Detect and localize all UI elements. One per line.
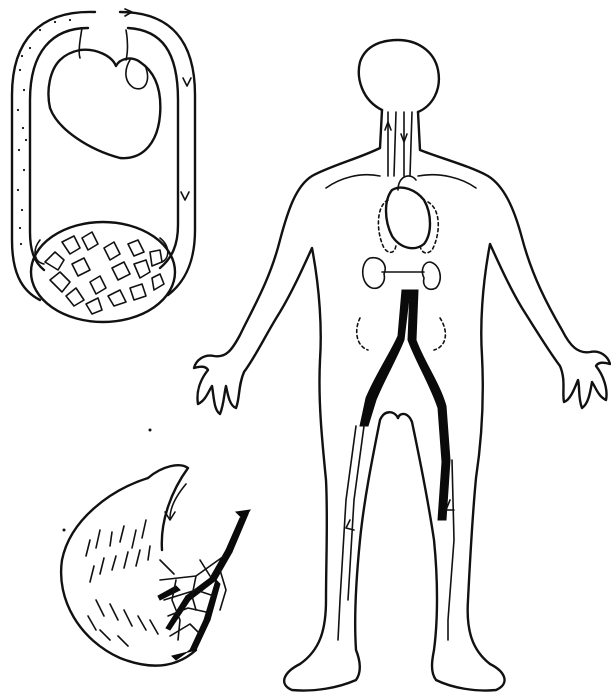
capillary-bed-oval: [31, 222, 175, 322]
loop-outer-right-vessel: [120, 12, 195, 295]
tissue-outline: [61, 478, 196, 666]
capillary-network: [35, 232, 168, 314]
stipple-dots: [17, 19, 71, 245]
kidney-right: [422, 262, 440, 289]
stray-mark: [149, 429, 152, 432]
pelvis-outline: [434, 318, 445, 350]
stray-mark: [63, 529, 66, 532]
pelvis-outline: [357, 318, 368, 350]
flow-arrow: [170, 484, 186, 518]
circulation-loop: [12, 9, 195, 322]
loop-outer-left-vessel: [12, 12, 95, 300]
leg-vessel-left: [338, 426, 356, 640]
body-right-outline: [398, 112, 610, 691]
leg-vessel-right: [448, 460, 454, 640]
arm-vessel-right: [418, 175, 476, 188]
arrow-icon: [183, 78, 191, 86]
heart-vessel-stub: [79, 28, 82, 58]
body-heart: [386, 188, 430, 249]
capillary-bed: [61, 465, 250, 665]
tissue-fold: [148, 465, 188, 550]
human-body-vessels: [194, 40, 610, 691]
tissue-cells: [86, 520, 158, 646]
heart-vessel-stub: [126, 30, 128, 60]
capillary-dark-network: [158, 510, 250, 660]
loop-inner-right-vessel: [128, 28, 178, 268]
arrow-icon: [181, 192, 189, 200]
kidney-left: [363, 258, 386, 289]
jugular-vessel: [410, 112, 412, 176]
arm-vessel-left: [326, 175, 380, 188]
body-head: [359, 40, 439, 112]
descending-vessel-left: [360, 290, 410, 426]
carotid-vessel: [394, 112, 396, 176]
heart-shape: [48, 50, 160, 158]
